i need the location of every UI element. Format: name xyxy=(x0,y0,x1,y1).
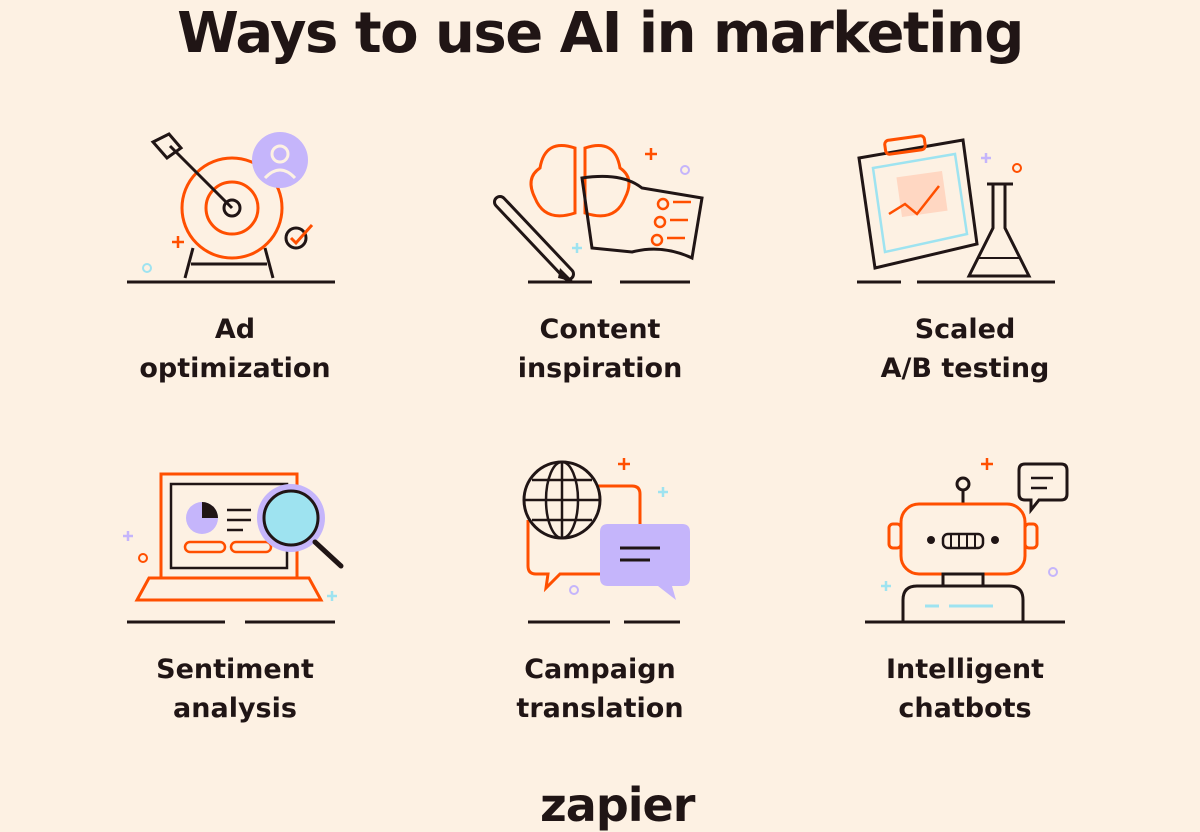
laptop-magnifier-icon xyxy=(123,472,344,624)
target-arrow-icon xyxy=(127,132,335,284)
tile-campaign-translation: Campaign translation xyxy=(480,458,720,728)
robot-chat-icon xyxy=(865,458,1069,624)
item-label: Sentiment analysis xyxy=(156,654,314,724)
tile-ad-optimization: Ad optimization xyxy=(115,118,355,388)
tile-intelligent-chatbots: Intelligent chatbots xyxy=(845,458,1085,728)
tile-content-inspiration: Content inspiration xyxy=(480,118,720,388)
globe-chat-icon xyxy=(522,458,690,624)
item-label: Content inspiration xyxy=(517,314,683,384)
clipboard-flask-icon xyxy=(857,134,1055,284)
page-title: Ways to use AI in marketing xyxy=(177,1,1024,66)
brand-logo: zapier xyxy=(540,778,695,832)
tile-sentiment-analysis: Sentiment analysis xyxy=(115,458,355,728)
item-label: Intelligent chatbots xyxy=(885,654,1045,724)
item-label: Scaled A/B testing xyxy=(880,314,1050,384)
item-label: Ad optimization xyxy=(139,314,331,384)
brain-pen-book-icon xyxy=(493,144,704,284)
tile-ab-testing: Scaled A/B testing xyxy=(845,118,1085,388)
item-label: Campaign translation xyxy=(516,654,684,724)
